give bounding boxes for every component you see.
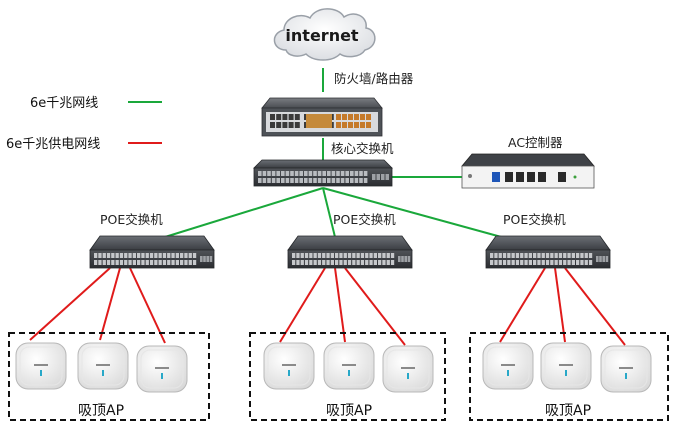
poe-switch-label: POE交换机 xyxy=(333,212,396,227)
cloud-label: internet xyxy=(285,26,359,45)
poe-switch-label: POE交换机 xyxy=(100,212,163,227)
ac-controller-icon xyxy=(461,153,595,189)
access-point-icon xyxy=(263,342,315,390)
ap-group-label: 吸顶AP xyxy=(326,403,372,419)
access-point-icon xyxy=(600,345,652,393)
access-point-icon xyxy=(77,342,129,390)
switch-icon xyxy=(89,235,215,269)
access-point-icon xyxy=(382,345,434,393)
cloud-icon xyxy=(273,8,376,61)
ap-group-label: 吸顶AP xyxy=(78,403,124,419)
poe-cable xyxy=(499,267,546,343)
network-cables xyxy=(164,68,506,239)
firewall-label: 防火墙/路由器 xyxy=(334,71,414,86)
ac-controller-label: AC控制器 xyxy=(508,135,563,150)
ap-group-box xyxy=(8,332,210,421)
poe-cable xyxy=(29,267,111,341)
switch-icon xyxy=(287,235,413,269)
ap-group-box xyxy=(469,332,669,421)
switch-icon xyxy=(253,159,393,187)
poe-switch-label: POE交换机 xyxy=(503,212,566,227)
poe-cable xyxy=(129,267,166,344)
access-point-icon xyxy=(540,342,592,390)
cable-core-poe-right xyxy=(322,187,506,239)
access-point-icon xyxy=(482,342,534,390)
access-point-icon xyxy=(136,345,188,393)
core-switch-label: 核心交换机 xyxy=(331,141,394,156)
legend: 6e千兆网线 6e千兆供电网线 xyxy=(6,96,162,152)
router-icon xyxy=(261,97,383,137)
legend-label-network-cable: 6e千兆网线 xyxy=(30,96,98,111)
poe-cable xyxy=(334,267,346,343)
poe-cable xyxy=(99,267,121,341)
cable-core-poe-middle xyxy=(322,187,336,238)
ap-group-label: 吸顶AP xyxy=(545,403,591,419)
access-point-icon xyxy=(15,342,67,390)
cable-core-poe-left xyxy=(164,187,324,238)
poe-cable xyxy=(279,267,326,343)
access-point-icon xyxy=(323,342,375,390)
switch-icon xyxy=(485,235,611,269)
legend-label-poe-cable: 6e千兆供电网线 xyxy=(6,137,100,152)
poe-cable xyxy=(554,267,566,343)
ap-group-box xyxy=(249,332,446,421)
